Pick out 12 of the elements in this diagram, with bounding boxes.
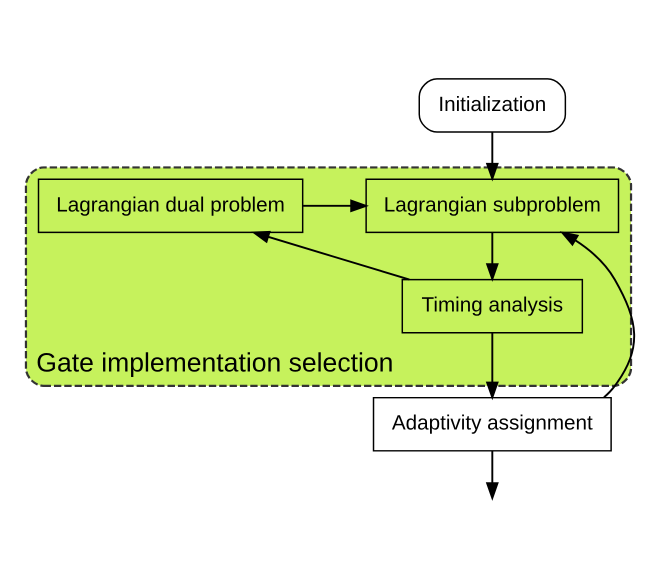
node-box: Lagrangian subproblem <box>365 178 620 234</box>
node-box: Timing analysis <box>402 278 584 334</box>
arrow <box>251 230 410 281</box>
arrow <box>486 451 499 501</box>
arrow <box>560 231 636 398</box>
arrow <box>486 232 499 282</box>
arrow <box>486 132 499 182</box>
arrow <box>303 199 369 212</box>
arrow <box>486 333 499 400</box>
node-box: Adaptivity assignment <box>372 396 612 452</box>
node-box: Lagrangian dual problem <box>38 178 304 234</box>
node-box: Initialization <box>418 78 566 133</box>
